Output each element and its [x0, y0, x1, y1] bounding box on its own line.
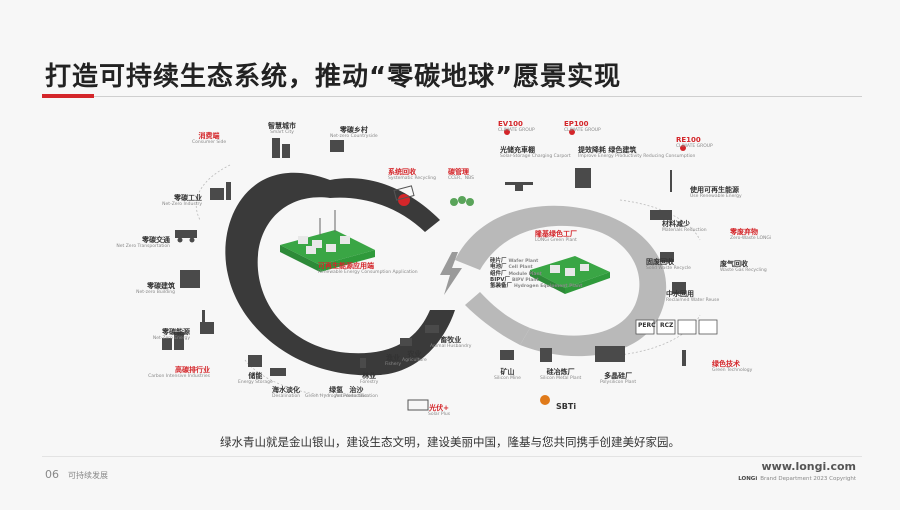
- ev100-dot: [504, 129, 510, 135]
- energy-icon: [200, 322, 214, 334]
- title-accent-bar: [42, 94, 94, 98]
- industry-icon: [210, 188, 224, 200]
- footer-divider: [42, 456, 862, 457]
- rural-icon: [330, 140, 344, 152]
- page-title: 打造可持续生态系统，推动“零碳地球”愿景实现: [45, 62, 622, 92]
- agri-icon: [400, 338, 412, 346]
- polysilicon-plant-icon: [595, 346, 625, 362]
- forestry-icon: [360, 358, 366, 368]
- waste-icon: [660, 252, 674, 262]
- left-dark-arc-top: [330, 178, 440, 232]
- green-building-icon: [575, 168, 591, 188]
- title-divider: [42, 96, 862, 97]
- smart-city-icon: [272, 138, 280, 158]
- carport-icon: [505, 182, 533, 185]
- perc-box: [635, 319, 655, 335]
- right-light-arc-end: [465, 292, 530, 345]
- lightning-icon: [440, 252, 462, 295]
- tech-box-4: [698, 319, 718, 335]
- ccer-tree-icon: [458, 196, 466, 204]
- brand-logo: LONGi: [738, 476, 758, 482]
- caption: 绿水青山就是金山银山，建设生态文明，建设美丽中国，隆基与您共同携手创建美好家园。: [220, 435, 680, 449]
- mine-icon: [500, 350, 514, 360]
- transport-icon: [175, 230, 197, 238]
- rcz-box: [656, 319, 676, 335]
- rcz-label: RCZ: [660, 322, 674, 329]
- left-dark-arc: [225, 172, 455, 376]
- wind-turbine-icon: [670, 170, 672, 192]
- infinity-loop-graphic: [162, 129, 718, 411]
- ep100-dot: [569, 129, 575, 135]
- recycling-icon: [398, 194, 410, 206]
- water-icon: [672, 282, 686, 294]
- solarplus-label: 光伏+Solar Plus: [428, 404, 451, 418]
- desal-icon: [270, 368, 286, 376]
- factory-item: 电池厂 Cell Plant: [490, 264, 533, 271]
- copyright-text: Brand Department 2023 Copyright: [760, 476, 856, 482]
- factory-item: 组件厂 Module Plant: [490, 270, 542, 277]
- sbti-icon: [540, 395, 550, 405]
- sbti-label: SBTi: [556, 402, 577, 411]
- factory-item: 硅片厂 Wafer Plant: [490, 258, 539, 264]
- tech-box-3: [677, 319, 697, 335]
- center-right-label: 隆基绿色工厂 LONGi Green Plant: [535, 230, 577, 244]
- re100-dot: [680, 145, 686, 151]
- animal-icon: [425, 325, 439, 333]
- solarplus-icon: [407, 399, 429, 411]
- reduce-icon: [650, 210, 672, 220]
- green-tech-robot-icon: [682, 350, 686, 366]
- website-link[interactable]: www.longi.com: [761, 460, 856, 473]
- storage-icon: [248, 355, 262, 367]
- silicon-plant-icon: [540, 348, 552, 362]
- perc-label: PERC: [638, 322, 656, 329]
- building-icon: [180, 270, 200, 288]
- factory-item: BIPV厂 BIPV Plant: [490, 276, 539, 283]
- ecosystem-diagram: 可再生能源应用端 Renewable Energy Consumption Ap…: [0, 110, 900, 430]
- solar-panel-icon: [393, 185, 415, 201]
- page-number: 06: [45, 468, 59, 481]
- factory-list: 硅片厂 Wafer Plant 电池厂 Cell Plant 组件厂 Modul…: [490, 258, 582, 290]
- factory-item: 氢装备厂 Hydrogen Equipment Plant: [490, 283, 583, 290]
- center-left-label: 可再生能源应用端 Renewable Energy Consumption Ap…: [318, 262, 418, 276]
- section-name: 可持续发展: [68, 471, 108, 480]
- carbon-industry-icon: [162, 338, 172, 350]
